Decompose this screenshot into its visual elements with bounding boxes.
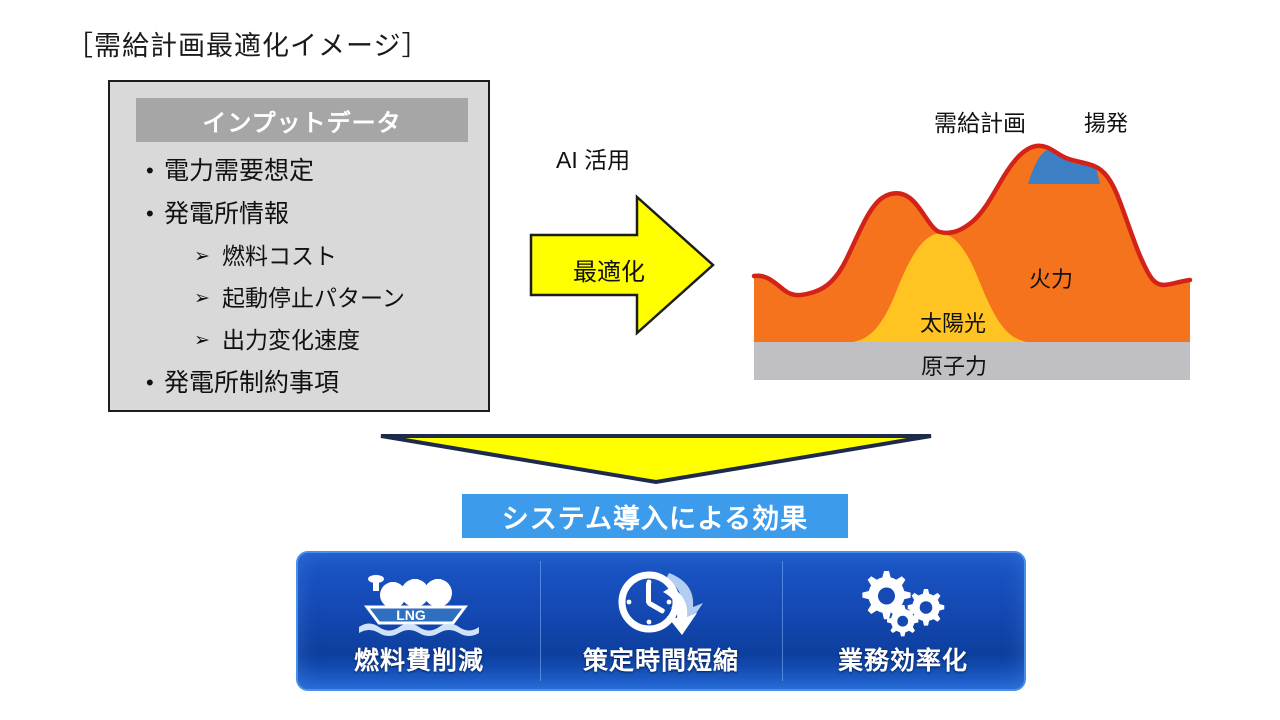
list-item-sub: ➢ 出力変化速度 xyxy=(110,322,492,359)
bullet-dot-icon: • xyxy=(146,201,154,226)
arrow-bullet-icon: ➢ xyxy=(194,288,210,309)
input-data-list: • 電力需要想定 • 発電所情報 ➢ 燃料コスト ➢ 起動停止パターン ➢ 出力… xyxy=(110,152,492,407)
ai-usage-label: AI 活用 xyxy=(556,147,631,173)
benefits-panel: LNG 燃料費削減 xyxy=(296,551,1026,691)
benefit-label: 燃料費削減 xyxy=(353,647,484,675)
series-area-pumped-storage xyxy=(1028,149,1100,184)
effect-banner-label: システム導入による効果 xyxy=(501,503,809,534)
benefit-item-fuel-cost[interactable]: LNG 燃料費削減 xyxy=(298,553,540,689)
list-item: • 発電所情報 xyxy=(110,195,492,233)
list-item-label: 起動停止パターン xyxy=(222,285,405,311)
list-item-label: 出力変化速度 xyxy=(222,327,360,353)
list-item-label: 電力需要想定 xyxy=(164,157,315,185)
list-item: • 発電所制約事項 xyxy=(110,364,492,402)
input-data-header: インプットデータ xyxy=(136,98,468,142)
list-item-sub: ➢ 燃料コスト xyxy=(110,238,492,275)
clock-arrow-icon xyxy=(609,565,713,639)
effect-banner: システム導入による効果 xyxy=(462,494,848,538)
bullet-dot-icon: • xyxy=(146,370,154,395)
gears-icon xyxy=(848,565,958,639)
svg-text:LNG: LNG xyxy=(396,607,426,623)
series-label-pumped-storage: 揚発 xyxy=(1084,111,1129,136)
lng-ship-icon: LNG xyxy=(353,565,485,639)
optimization-arrow-label: 最適化 xyxy=(573,259,645,286)
optimization-arrow-icon xyxy=(529,194,715,336)
list-item-label: 発電所制約事項 xyxy=(164,369,340,397)
supply-demand-chart: 需給計画 揚発 火力 太陽光 原子力 xyxy=(740,96,1220,396)
arrow-bullet-icon: ➢ xyxy=(194,330,210,351)
page-title: ［需給計画最適化イメージ］ xyxy=(66,31,430,61)
chart-area-svg xyxy=(751,143,1193,380)
list-item-label: 燃料コスト xyxy=(222,243,337,269)
series-label-solar: 太陽光 xyxy=(920,311,987,336)
input-data-header-label: インプットデータ xyxy=(202,109,402,137)
bullet-dot-icon: • xyxy=(146,158,154,183)
down-arrow-icon xyxy=(380,434,932,485)
series-label-thermal: 火力 xyxy=(1029,267,1074,292)
benefit-item-time-reduction[interactable]: 策定時間短縮 xyxy=(540,553,782,689)
chart-title: 需給計画 xyxy=(934,110,1026,136)
list-item: • 電力需要想定 xyxy=(110,152,492,190)
series-area-solar xyxy=(852,233,1026,342)
demand-curve-outline xyxy=(751,143,1193,298)
benefit-item-efficiency[interactable]: 業務効率化 xyxy=(782,553,1024,689)
series-band-nuclear xyxy=(754,342,1190,380)
benefit-label: 策定時間短縮 xyxy=(582,647,739,675)
benefit-label: 業務効率化 xyxy=(837,647,968,675)
list-item-label: 発電所情報 xyxy=(164,200,290,228)
series-area-thermal xyxy=(754,145,1190,342)
arrow-bullet-icon: ➢ xyxy=(194,246,210,267)
list-item-sub: ➢ 起動停止パターン xyxy=(110,280,492,317)
input-data-panel: インプットデータ • 電力需要想定 • 発電所情報 ➢ 燃料コスト ➢ 起動停止… xyxy=(108,80,490,412)
series-label-nuclear: 原子力 xyxy=(921,354,988,379)
